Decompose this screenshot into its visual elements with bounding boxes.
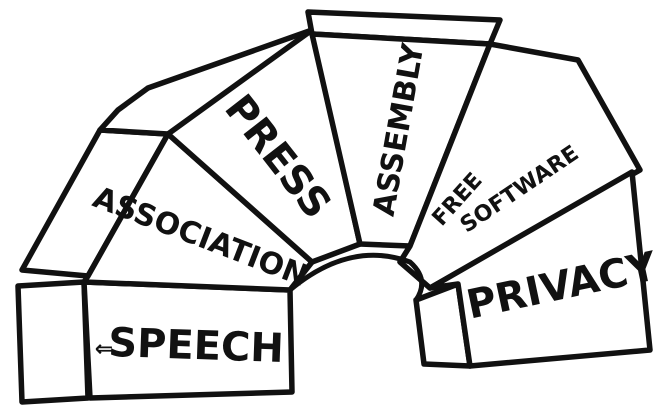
left-base-stone xyxy=(18,282,88,402)
speech-label: SPEECH xyxy=(108,320,285,372)
speech-arrow-glyph: ⇐ xyxy=(95,337,113,362)
